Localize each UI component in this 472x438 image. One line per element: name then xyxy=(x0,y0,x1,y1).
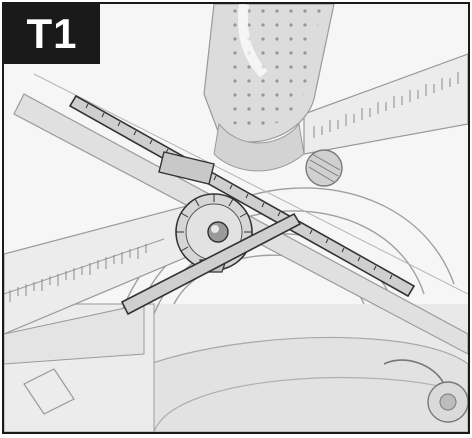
protractor-blade xyxy=(68,94,416,298)
instruction-figure: T1 xyxy=(2,2,470,434)
lock-knob xyxy=(305,149,343,187)
bevel-lock xyxy=(427,381,468,423)
right-fence xyxy=(303,53,468,155)
miter-saw-illustration xyxy=(4,4,468,432)
protractor-short-blade xyxy=(120,212,302,316)
saw-base xyxy=(4,303,468,432)
left-fence xyxy=(4,203,195,365)
step-label: T1 xyxy=(4,4,100,64)
saw-handle xyxy=(203,4,335,172)
